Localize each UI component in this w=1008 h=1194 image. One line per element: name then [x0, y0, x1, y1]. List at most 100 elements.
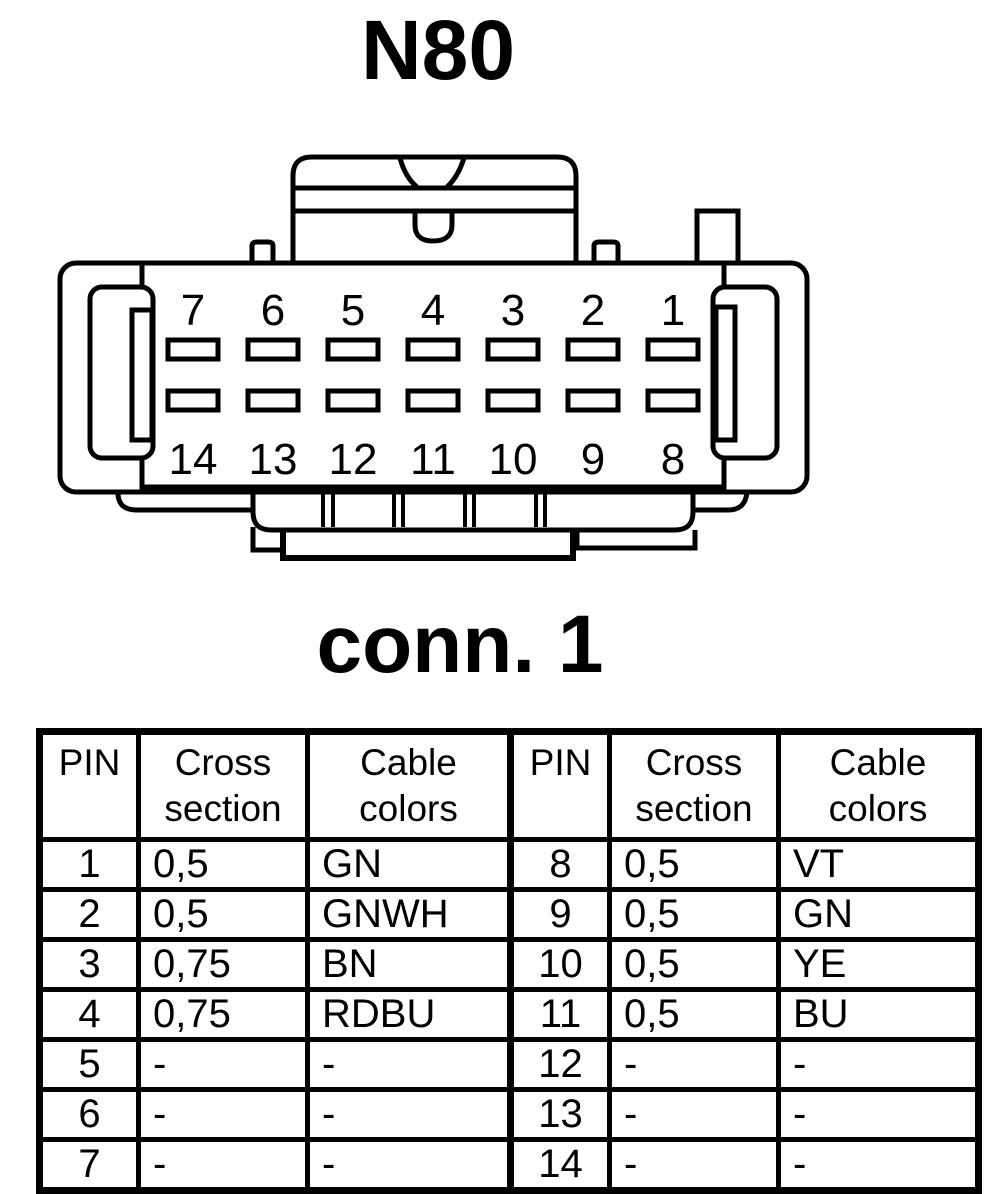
pin-slot	[165, 337, 221, 362]
cable-colors-cell: RDBU	[305, 987, 513, 1042]
pin-number-label: 5	[341, 286, 365, 335]
pin-cell: 9	[507, 887, 612, 942]
pin-cell: 7	[37, 1137, 141, 1193]
pin-number-label: 10	[489, 435, 538, 484]
pin-slot	[485, 337, 541, 362]
pin-cell: 8	[507, 837, 612, 892]
cable-colors-cell: GN	[776, 887, 981, 942]
cross-section-cell: -	[136, 1037, 310, 1092]
cable-colors-cell: YE	[776, 937, 981, 992]
cross-section-cell: 0,75	[136, 987, 310, 1042]
cap-notch	[412, 211, 455, 244]
pin-cell: 12	[507, 1037, 612, 1092]
pin-slot	[245, 388, 301, 413]
bottom-block-right	[574, 530, 698, 551]
cross-section-cell: 0,5	[607, 887, 781, 942]
pin-number-label: 8	[661, 435, 685, 484]
cross-section-cell: -	[136, 1137, 310, 1193]
cross-section-cell: 0,5	[607, 837, 781, 892]
pin-number-label: 11	[410, 435, 456, 484]
connector-caption: conn. 1	[316, 599, 604, 690]
table-row: 7--14--	[37, 1137, 981, 1193]
bottom-block-center	[280, 530, 576, 561]
pin-slot	[325, 337, 381, 362]
pin-number-label: 12	[329, 435, 378, 484]
header-pin-right: PIN	[507, 729, 612, 842]
cross-section-cell: 0,5	[136, 837, 310, 892]
cross-section-cell: -	[607, 1137, 781, 1193]
pin-cell: 13	[507, 1087, 612, 1142]
cross-section-cell: -	[607, 1037, 781, 1092]
pin-number-label: 6	[261, 286, 285, 335]
cable-colors-cell: -	[305, 1087, 513, 1142]
cable-colors-cell: -	[776, 1087, 981, 1142]
pin-cell: 1	[37, 837, 141, 892]
pin-slots	[165, 337, 701, 413]
pin-slot	[405, 388, 461, 413]
side-latch-left-slot	[129, 307, 155, 443]
pin-number-label: 14	[169, 435, 218, 484]
bottom-step-left	[250, 527, 283, 553]
pin-number-label: 2	[581, 286, 605, 335]
pin-cell: 4	[37, 987, 141, 1042]
cross-section-cell: -	[607, 1087, 781, 1142]
pin-number-label: 9	[581, 435, 605, 484]
connector-title: N80	[360, 3, 516, 97]
pin-slot	[245, 337, 301, 362]
top-bump-left	[249, 239, 276, 264]
connector-diagram: 7 6 5 4 3 2 1 14 13 12 11 10 9 8	[57, 154, 810, 561]
pin-number-label: 3	[501, 286, 525, 335]
table-row: 6--13--	[37, 1087, 981, 1142]
pin-cell: 10	[507, 937, 612, 992]
cable-colors-cell: -	[305, 1037, 513, 1092]
pin-cell: 14	[507, 1137, 612, 1193]
pin-slot	[565, 337, 621, 362]
header-pin-left: PIN	[37, 729, 141, 842]
pin-cell: 6	[37, 1087, 141, 1142]
side-latch-right-slot	[713, 304, 738, 443]
bottom-teeth	[321, 490, 547, 527]
pin-slot	[645, 388, 701, 413]
cross-section-cell: 0,5	[607, 987, 781, 1042]
cross-section-cell: 0,5	[136, 887, 310, 942]
pin-number-label: 1	[661, 286, 685, 335]
top-post-right	[694, 208, 741, 264]
cable-colors-cell: BN	[305, 937, 513, 992]
pin-slot	[485, 388, 541, 413]
pin-number-label: 13	[249, 435, 298, 484]
pin-slot	[565, 388, 621, 413]
pin-cell: 2	[37, 887, 141, 942]
cable-colors-cell: -	[776, 1037, 981, 1092]
cross-section-cell: -	[136, 1087, 310, 1142]
pin-cell: 3	[37, 937, 141, 992]
cable-colors-cell: VT	[776, 837, 981, 892]
pin-labels-top: 7 6 5 4 3 2 1	[181, 286, 685, 335]
pin-slot	[165, 388, 221, 413]
cross-section-cell: 0,75	[136, 937, 310, 992]
pin-number-label: 4	[421, 286, 445, 335]
cap-latch-curve-right	[445, 157, 467, 189]
table-row: 5--12--	[37, 1037, 981, 1092]
pin-slot	[405, 337, 461, 362]
cable-colors-cell: GN	[305, 837, 513, 892]
top-bump-right	[591, 239, 621, 264]
pin-cell: 11	[507, 987, 612, 1042]
pin-slot	[645, 337, 701, 362]
pin-cell: 5	[37, 1037, 141, 1092]
pin-number-label: 7	[181, 286, 205, 335]
cross-section-cell: 0,5	[607, 937, 781, 992]
cable-colors-cell: -	[305, 1137, 513, 1193]
cable-colors-cell: GNWH	[305, 887, 513, 942]
cable-colors-cell: BU	[776, 987, 981, 1042]
